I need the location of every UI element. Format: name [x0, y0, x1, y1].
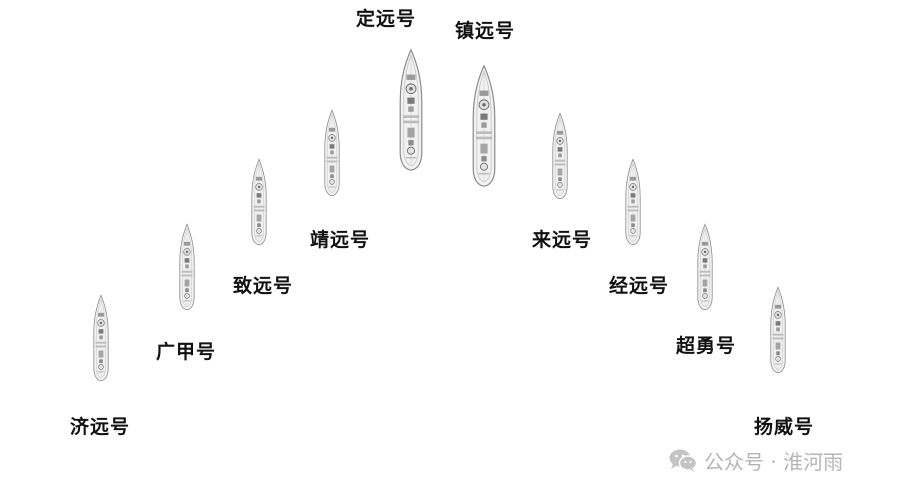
watermark: 公众号 · 淮河雨 — [668, 446, 843, 474]
label-zhenyuan: 镇远号 — [455, 20, 516, 42]
label-laiyuan: 来远号 — [532, 229, 593, 251]
ship-zhiyuan — [247, 158, 271, 246]
label-yangwei: 扬威号 — [754, 416, 815, 438]
label-guangjia: 广甲号 — [156, 341, 217, 363]
ship-guangjia — [175, 223, 199, 311]
ship-zhenyuan — [466, 64, 502, 188]
ship-laiyuan — [548, 112, 572, 200]
label-chaoyong: 超勇号 — [676, 335, 737, 357]
label-jiyuan: 济远号 — [70, 416, 131, 438]
ship-dingyuan — [393, 48, 429, 172]
label-jingyuan2: 经远号 — [609, 275, 670, 297]
ship-jingyuan2 — [621, 158, 645, 246]
label-jingyuan: 靖远号 — [310, 229, 371, 251]
watermark-text: 公众号 · 淮河雨 — [704, 449, 844, 474]
ship-chaoyong — [693, 223, 717, 311]
ship-jingyuan — [320, 109, 344, 197]
ship-jiyuan — [89, 294, 113, 382]
ship-yangwei — [766, 286, 790, 374]
label-dingyuan: 定远号 — [356, 8, 417, 30]
label-zhiyuan: 致远号 — [233, 275, 294, 297]
wechat-icon — [668, 447, 698, 473]
